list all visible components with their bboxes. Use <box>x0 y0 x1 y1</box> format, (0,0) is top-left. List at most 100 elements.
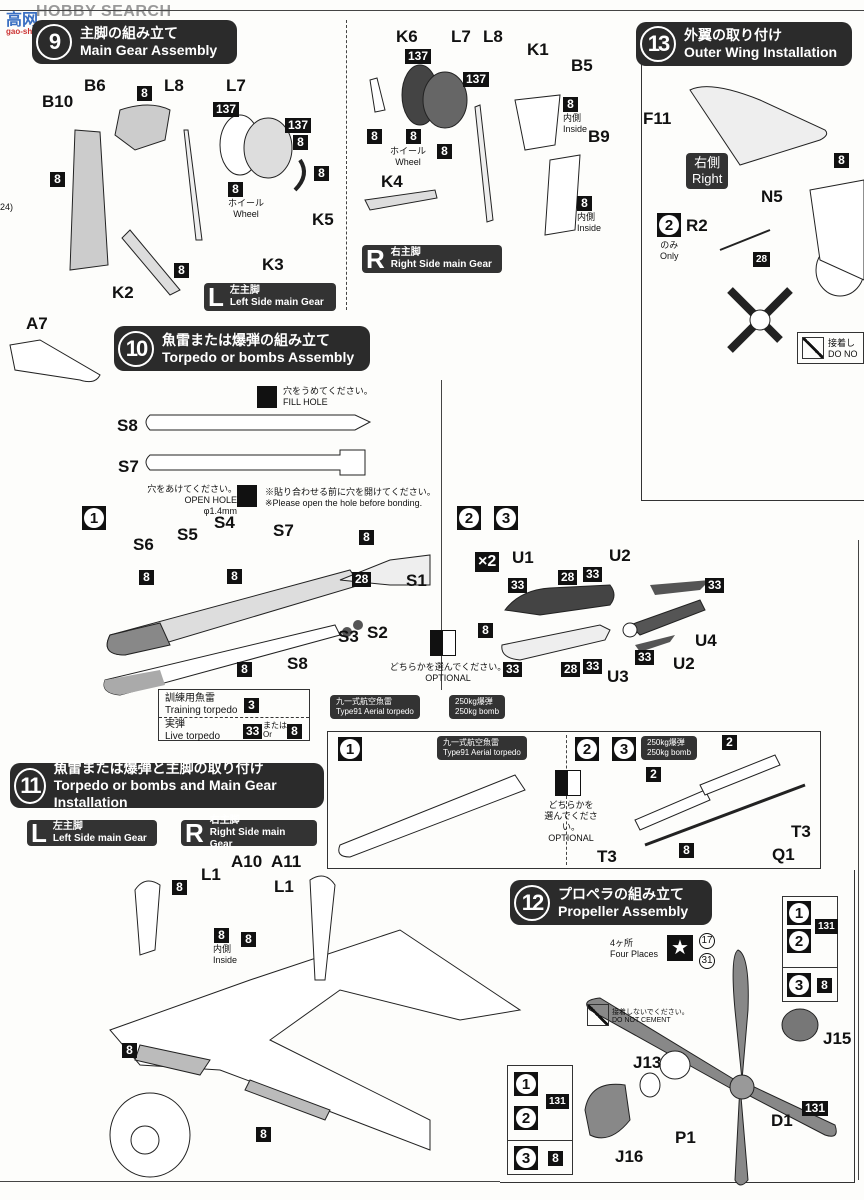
step-title-en: Torpedo or bombs Assembly <box>162 348 355 365</box>
right-jp: 右側 <box>694 155 721 170</box>
side-jp: 左主脚 <box>229 285 260 296</box>
optional-en: OPTIONAL <box>425 673 471 683</box>
color-code: 3 <box>244 698 259 713</box>
step-title-jp: 外翼の取り付け <box>684 27 782 43</box>
color-code: 8 <box>367 129 382 144</box>
bond-note-jp: ※貼り合わせる前に穴を開けてください。 <box>265 487 436 497</box>
part-label: L8 <box>483 27 503 46</box>
bomb-assembly-drawing <box>501 580 710 661</box>
optional-note: どちらかを選んでください。OPTIONAL <box>378 662 518 684</box>
part-label: S4 <box>214 513 235 532</box>
star-icon: ★ <box>667 935 693 961</box>
side-en: Right Side main Gear <box>209 827 286 850</box>
color-code: 8 <box>228 182 243 197</box>
part-label: S5 <box>177 525 198 544</box>
only-jp: のみ <box>660 240 679 250</box>
part-label: A11 <box>271 852 302 871</box>
part-label: S7 <box>273 521 294 540</box>
no-cement-jp: 接着しないでください。 <box>612 1009 689 1016</box>
variant-number: 2 <box>577 739 597 759</box>
type91-en: Type91 Aerial torpedo <box>336 707 414 716</box>
variant-number: 1 <box>789 903 809 923</box>
color-code: 8 <box>577 196 592 211</box>
variant-1-icon: 1 <box>338 737 362 761</box>
part-label: J15 <box>823 1029 852 1048</box>
part-label: R2 <box>686 216 708 235</box>
color-code: 28 <box>558 570 578 585</box>
part-label: P1 <box>675 1128 696 1147</box>
part-label: K5 <box>312 210 334 229</box>
do-not-cement-note <box>587 1004 609 1026</box>
no-cement-icon <box>802 337 824 359</box>
wheel-en: Wheel <box>233 209 259 219</box>
color-code: 8 <box>227 569 242 584</box>
no-cement-text: 接着しないでください。DO NOT CEMENT <box>612 1009 689 1025</box>
part-label: N5 <box>761 187 783 206</box>
part-label: S8 <box>287 654 308 673</box>
color-code: 8 <box>293 135 308 150</box>
type91-jp: 九一式航空魚雷 <box>443 738 499 747</box>
divider <box>346 20 347 310</box>
watermark-brand: HOBBY SEARCH <box>36 3 172 20</box>
variant-1-icon: 1 <box>82 506 106 530</box>
part-label: L7 <box>451 27 471 46</box>
part-label: A7 <box>26 314 48 333</box>
outer-wing-drawing <box>689 86 864 353</box>
step-title-jp: 主脚の組み立て <box>80 25 178 41</box>
part-a7-drawing <box>9 339 101 383</box>
color-code: 8 <box>287 724 302 739</box>
only-en: Only <box>660 251 679 261</box>
part-label: J16 <box>615 1147 644 1166</box>
variant-number: 3 <box>789 975 809 995</box>
fill-hole-en: FILL HOLE <box>283 397 328 407</box>
part-label: S1 <box>406 571 427 590</box>
color-code: 8 <box>817 978 832 993</box>
optional-note: どちらかを選んでください。OPTIONAL <box>536 800 606 844</box>
open-hole-size: φ1.4mm <box>203 506 237 516</box>
bond-note-en: ※Please open the hole before bonding. <box>265 498 423 508</box>
color-code: 8 <box>237 662 252 677</box>
no-cement-jp: 接着し <box>828 338 856 348</box>
side-jp: 右主脚 <box>209 815 240 826</box>
color-code: 28 <box>561 662 581 677</box>
part-label: K3 <box>262 255 284 274</box>
variant-number: 1 <box>340 739 360 759</box>
fill-hole-jp: 穴をうめてください。 <box>283 386 373 396</box>
color-code: 8 <box>563 97 578 112</box>
part-label: J13 <box>633 1053 662 1072</box>
color-code: 33 <box>503 662 523 677</box>
page-ref: 24) <box>0 202 14 212</box>
color-code: 137 <box>285 118 312 133</box>
training-en: Training torpedo <box>165 705 238 716</box>
color-code: 8 <box>256 1127 271 1142</box>
part-label: K6 <box>396 27 418 46</box>
divider <box>566 735 567 865</box>
inside-jp: 内側 <box>563 113 582 123</box>
color-code: 8 <box>122 1043 137 1058</box>
step-title-en: Main Gear Assembly <box>80 42 218 58</box>
side-jp: 左主脚 <box>52 821 83 832</box>
variant-number: 3 <box>516 1148 536 1168</box>
part-label: L7 <box>226 76 246 95</box>
color-code: 8 <box>139 570 154 585</box>
color-code: 137 <box>463 72 490 87</box>
variant-3-icon: 3 <box>787 973 811 997</box>
color-code: 8 <box>137 86 152 101</box>
fill-hole-note: 穴をうめてください。FILL HOLE <box>283 386 373 408</box>
color-code: 131 <box>815 919 838 934</box>
side-en: Right Side main Gear <box>390 259 492 270</box>
color-code: 137 <box>405 49 432 64</box>
